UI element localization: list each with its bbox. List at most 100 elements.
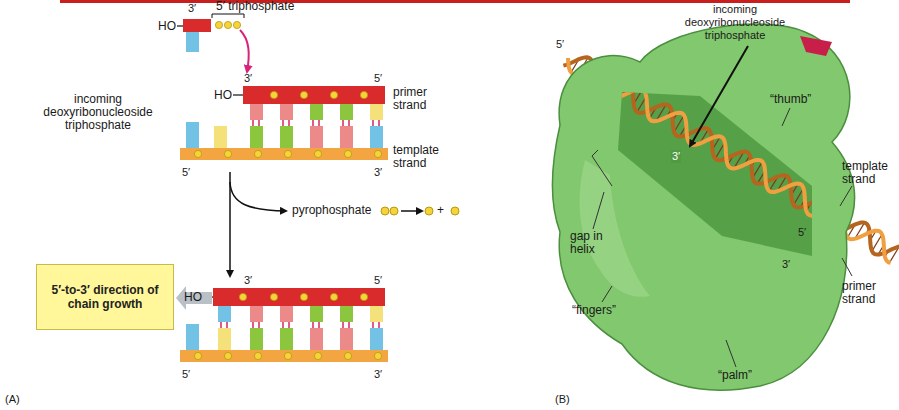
phosphate-dot bbox=[344, 150, 351, 157]
branch-arrow bbox=[230, 182, 286, 211]
phosphate-dot bbox=[194, 150, 201, 157]
end-label: 3′ bbox=[671, 150, 681, 163]
base-pair bbox=[632, 91, 634, 92]
hydrogen-bond bbox=[258, 120, 260, 126]
base-pair bbox=[602, 80, 608, 90]
hydrogen-bond bbox=[348, 120, 350, 126]
base-pair bbox=[847, 224, 855, 237]
end-label: 5′ bbox=[182, 166, 190, 179]
base bbox=[310, 306, 323, 322]
template-strand bbox=[180, 148, 388, 160]
base bbox=[340, 328, 353, 350]
base-pair bbox=[794, 188, 804, 205]
part-label: “palm” bbox=[718, 369, 752, 382]
part-label: template strand bbox=[393, 144, 453, 170]
end-label: 3′ bbox=[188, 2, 196, 15]
base bbox=[280, 306, 293, 322]
base-pair bbox=[578, 57, 588, 73]
hydrogen-bond bbox=[372, 120, 374, 126]
strand-part bbox=[233, 94, 243, 95]
pointer-arrow bbox=[690, 46, 748, 146]
hydrogen-bond bbox=[252, 322, 254, 328]
hydrogen-bond bbox=[288, 120, 290, 126]
direction-box: 5′-to-3′ direction of chain growth bbox=[36, 264, 174, 330]
end-label: 5′ bbox=[374, 274, 382, 287]
hydrogen-bond bbox=[220, 322, 222, 328]
part-label: 5′ triphosphate bbox=[216, 0, 294, 13]
end-label: 5′ bbox=[556, 38, 564, 51]
box-text: 5′-to-3′ direction of chain growth bbox=[37, 283, 173, 311]
base-pair bbox=[835, 216, 844, 230]
phosphate-dot bbox=[330, 91, 337, 98]
phosphate-dot bbox=[224, 21, 231, 28]
phosphate-dot bbox=[254, 352, 261, 359]
part-label: HO bbox=[214, 89, 232, 102]
part-label: + bbox=[437, 204, 444, 217]
base-pair bbox=[844, 228, 846, 229]
phosphate-dot bbox=[254, 150, 261, 157]
base bbox=[340, 306, 353, 322]
part-label: template strand bbox=[842, 160, 897, 186]
base-pair bbox=[890, 246, 899, 262]
base-pair bbox=[821, 201, 828, 212]
leader-line bbox=[726, 340, 736, 367]
hydrogen-bond bbox=[348, 322, 350, 328]
panel-a-strands bbox=[177, 19, 388, 362]
end-label: 5′ bbox=[798, 226, 806, 239]
end-label: 5′ bbox=[182, 368, 190, 381]
phosphate-dot bbox=[374, 352, 381, 359]
phosphate-dot bbox=[300, 91, 307, 98]
base-pair bbox=[866, 229, 869, 235]
phosphate-dot bbox=[360, 91, 367, 98]
base bbox=[370, 126, 383, 148]
base-pair bbox=[872, 234, 882, 251]
base bbox=[250, 328, 263, 350]
polymerase bbox=[552, 24, 854, 390]
part-label: (A) bbox=[5, 393, 20, 406]
base bbox=[340, 104, 353, 120]
top-rule bbox=[60, 0, 850, 3]
leader-line bbox=[782, 108, 790, 126]
phosphate-dot bbox=[233, 21, 240, 28]
end-label: 5′ bbox=[374, 72, 382, 85]
base bbox=[250, 306, 263, 322]
leader-line bbox=[840, 186, 852, 206]
phosphate-dot bbox=[314, 352, 321, 359]
base-pair bbox=[885, 251, 888, 257]
base bbox=[186, 324, 199, 350]
base-pair bbox=[872, 234, 882, 251]
base bbox=[280, 104, 293, 120]
phosphate-dot bbox=[270, 91, 277, 98]
hydrogen-bond bbox=[226, 322, 228, 328]
hydrogen-bond bbox=[282, 322, 284, 328]
base bbox=[310, 126, 323, 148]
part-label: (B) bbox=[555, 393, 570, 406]
hydrogen-bond bbox=[252, 120, 254, 126]
primer-strand bbox=[243, 86, 385, 104]
phosphate-dot bbox=[344, 352, 351, 359]
hydrogen-bond bbox=[342, 120, 344, 126]
end-label: 3′ bbox=[244, 274, 252, 287]
base bbox=[370, 328, 383, 350]
base bbox=[186, 32, 199, 52]
base bbox=[340, 126, 353, 148]
phosphate-dot bbox=[314, 150, 321, 157]
base bbox=[214, 126, 227, 148]
primer-strand bbox=[563, 57, 899, 254]
phosphate-dot bbox=[284, 352, 291, 359]
base-pair bbox=[812, 199, 822, 216]
base bbox=[280, 126, 293, 148]
growth-arrow bbox=[176, 286, 212, 310]
bracket bbox=[212, 14, 244, 15]
base-pair bbox=[878, 245, 884, 255]
phosphate-dot bbox=[224, 352, 231, 359]
hydrogen-bond bbox=[258, 322, 260, 328]
base bbox=[280, 328, 293, 350]
part-label: incoming deoxyribonucleoside triphosphat… bbox=[38, 93, 158, 132]
phosphate-dot bbox=[224, 150, 231, 157]
base-pair bbox=[567, 63, 569, 64]
base-pair bbox=[674, 115, 684, 132]
base bbox=[370, 104, 383, 120]
part-label: incoming deoxyribonucleoside triphosphat… bbox=[676, 3, 794, 42]
